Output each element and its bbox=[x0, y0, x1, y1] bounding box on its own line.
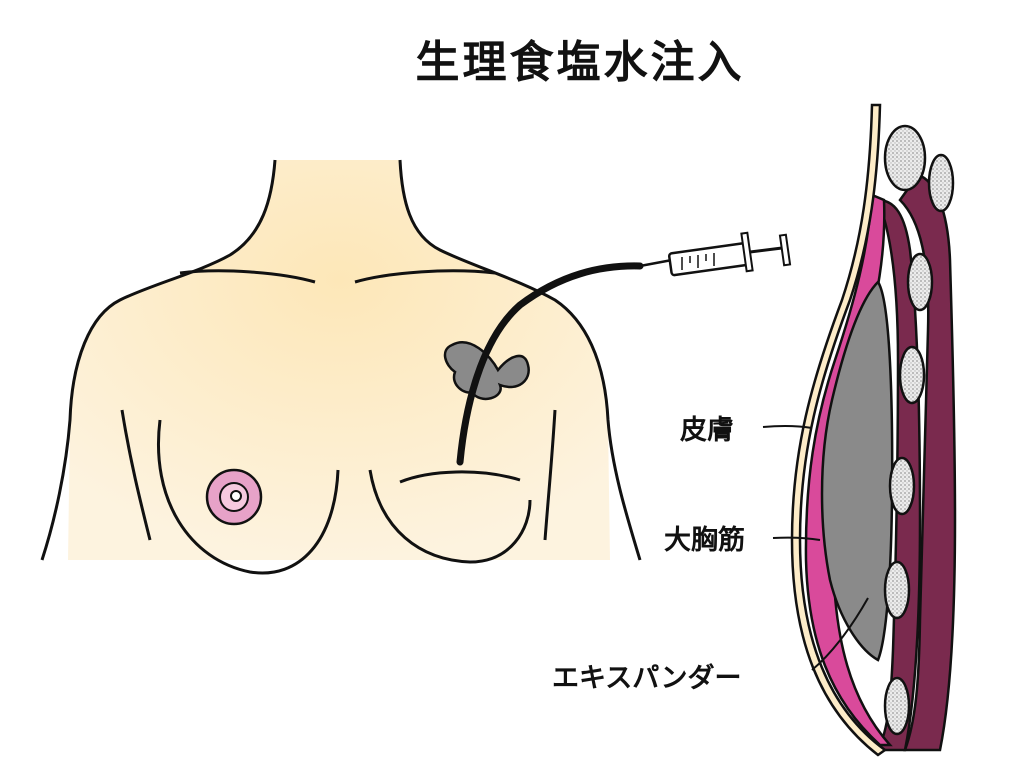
label-pectoralis: 大胸筋 bbox=[664, 518, 745, 557]
label-skin: 皮膚 bbox=[680, 408, 734, 447]
torso bbox=[42, 160, 640, 573]
skin-leader bbox=[763, 426, 812, 428]
label-expander: エキスパンダー bbox=[552, 656, 742, 695]
cross-section bbox=[763, 105, 955, 755]
nipple bbox=[207, 470, 261, 524]
syringe bbox=[640, 233, 790, 276]
